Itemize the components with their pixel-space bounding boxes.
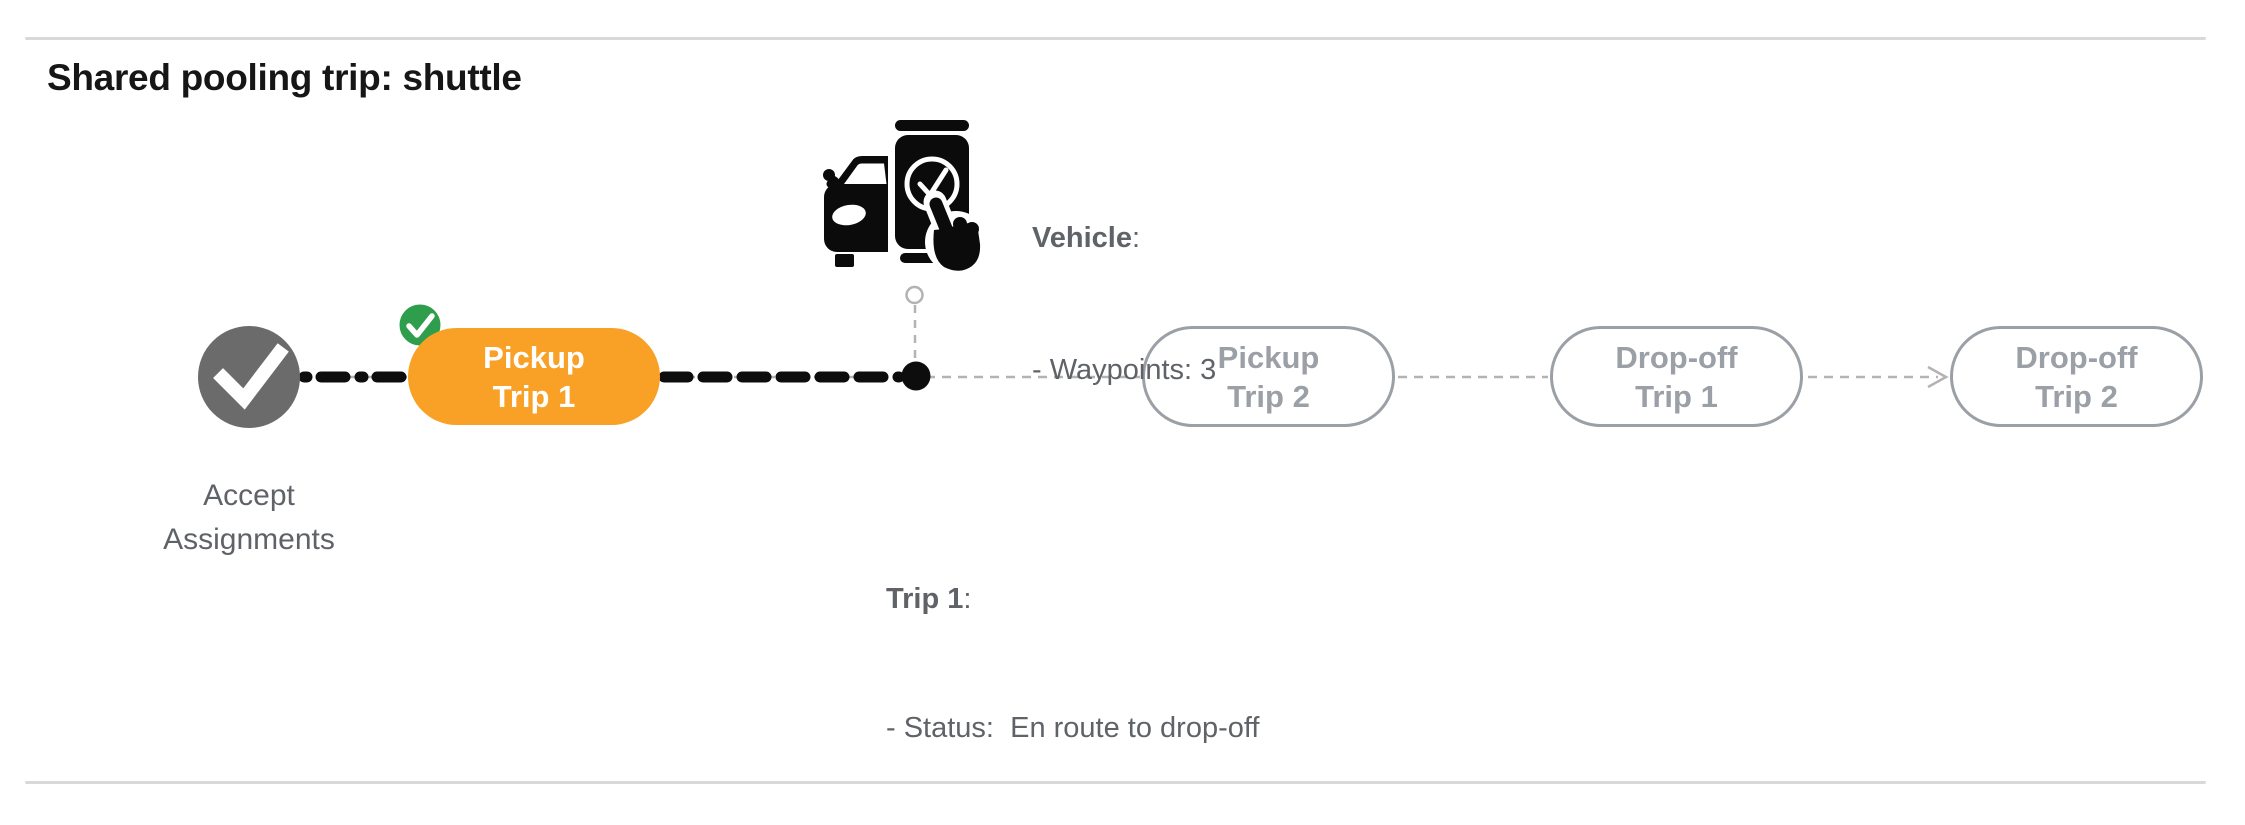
vehicle-heading: Vehicle: bbox=[1032, 216, 1216, 260]
pill-label-line: Pickup bbox=[483, 339, 585, 375]
accept-assignments-node bbox=[198, 326, 300, 428]
vehicle-position-dot bbox=[901, 361, 931, 391]
node-pickup-trip-1: Pickup Trip 1 bbox=[408, 328, 660, 425]
page-title: Shared pooling trip: shuttle bbox=[47, 57, 522, 98]
pill-label-line: Trip 2 bbox=[1227, 378, 1310, 414]
pill-label-line: Drop-off bbox=[2015, 339, 2138, 375]
pill-label-line: Trip 1 bbox=[492, 378, 576, 414]
trip-status-annotation: Trip 1: - Status: En route to drop-off -… bbox=[886, 492, 1259, 825]
vehicle-heading-suffix: : bbox=[1131, 222, 1141, 254]
node-dropoff-trip-2: Drop-off Trip 2 bbox=[1950, 326, 2203, 427]
trip1-status-line: - Status: En route to drop-off bbox=[886, 712, 1260, 744]
vehicle-waypoints-line: - Waypoints: 3 bbox=[1032, 354, 1217, 386]
node-pickup-trip-2: Pickup Trip 2 bbox=[1142, 326, 1395, 427]
trip1-heading-suffix: : bbox=[963, 583, 972, 615]
pill-label-line: Pickup bbox=[1217, 339, 1320, 375]
trip1-heading-text: Trip 1 bbox=[886, 583, 964, 615]
check-badge-icon bbox=[406, 313, 435, 338]
top-divider bbox=[25, 37, 2206, 40]
arrowhead-icon bbox=[1927, 365, 1949, 389]
trip1-heading: Trip 1: bbox=[886, 578, 1259, 621]
accept-assignments-label: Accept Assignments bbox=[99, 474, 399, 562]
pill-label-line: Trip 2 bbox=[2035, 378, 2118, 414]
vehicle-annotation: Vehicle: - Waypoints: 3 bbox=[1032, 128, 1216, 480]
label-line: Accept bbox=[203, 479, 295, 512]
vehicle-heading-text: Vehicle bbox=[1032, 222, 1132, 254]
label-line: Assignments bbox=[163, 523, 335, 556]
node-dropoff-trip-1: Drop-off Trip 1 bbox=[1550, 326, 1803, 427]
bottom-divider bbox=[25, 781, 2206, 784]
vehicle-check-icon bbox=[823, 118, 987, 273]
pill-label-line: Trip 1 bbox=[1635, 378, 1718, 414]
vehicle-anchor-circle bbox=[905, 285, 924, 305]
pill-label-line: Drop-off bbox=[1615, 339, 1738, 375]
check-icon bbox=[213, 343, 289, 410]
